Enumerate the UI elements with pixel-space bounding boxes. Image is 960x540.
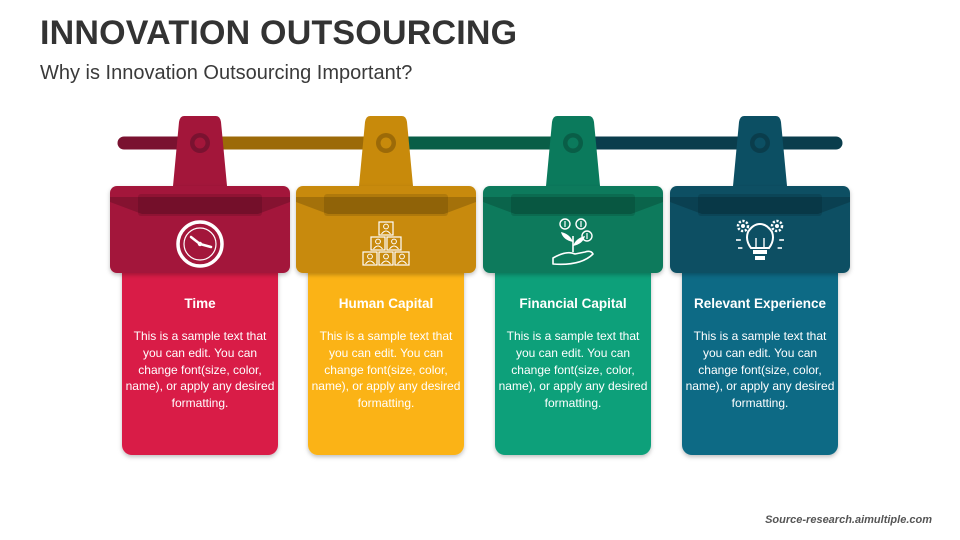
card-header: [296, 186, 476, 273]
card-panel: [682, 255, 838, 455]
card-title-relevant-experience: Relevant Experience: [693, 295, 827, 311]
card-title-time: Time: [184, 295, 216, 311]
money-plant-hand-icon: [552, 218, 594, 266]
card-title-financial-capital: Financial Capital: [519, 295, 627, 311]
info-card: [483, 116, 663, 455]
source-credit: Source-research.aimultiple.com: [765, 514, 932, 526]
card-body-human-capital: This is a sample text that you can edit.…: [311, 329, 461, 411]
card-header: [483, 186, 663, 273]
info-card: [296, 116, 476, 455]
card-header: [670, 186, 850, 273]
clock-icon: [176, 220, 224, 268]
lightbulb-gears-icon: [736, 219, 784, 260]
info-card: [110, 116, 290, 455]
info-card: [670, 116, 850, 455]
card-header: [110, 186, 290, 273]
people-pyramid-icon: [362, 221, 410, 266]
card-title-human-capital: Human Capital: [338, 295, 434, 311]
card-panel: [308, 255, 464, 455]
card-body-time: This is a sample text that you can edit.…: [125, 329, 275, 411]
page-title: INNOVATION OUTSOURCING: [40, 14, 518, 52]
card-panel: [495, 255, 651, 455]
page-subtitle: Why is Innovation Outsourcing Important?: [40, 62, 413, 84]
card-body-relevant-experience: This is a sample text that you can edit.…: [685, 329, 835, 411]
card-panel: [122, 255, 278, 455]
card-body-financial-capital: This is a sample text that you can edit.…: [498, 329, 648, 411]
